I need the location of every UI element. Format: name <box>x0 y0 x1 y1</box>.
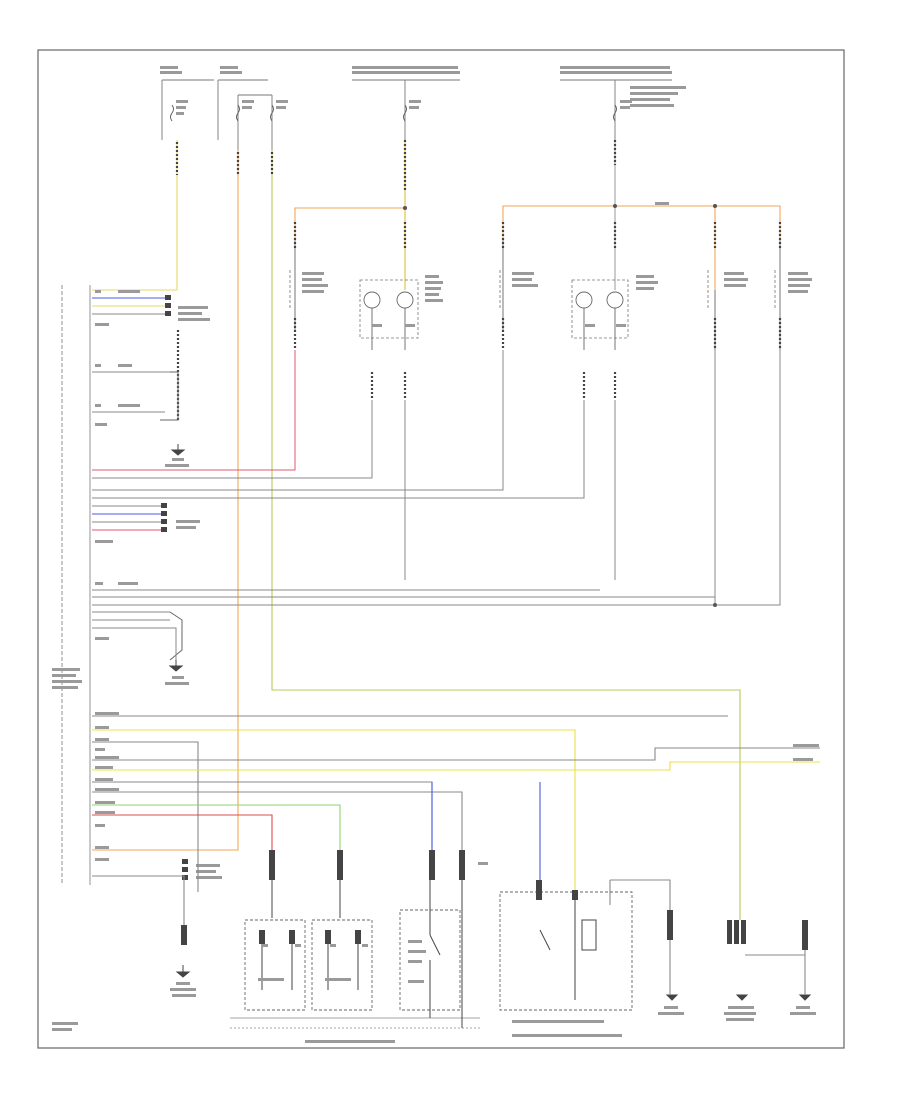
fuse-symbols <box>170 104 617 122</box>
lower-label-marks <box>95 712 819 1043</box>
lamp-icon <box>575 291 593 309</box>
wire-orange-bus-left <box>294 207 405 240</box>
switch-boxes <box>244 891 633 1011</box>
lamp-icon <box>363 291 381 309</box>
left-module <box>52 285 222 1031</box>
fuse-feeds <box>161 79 672 150</box>
lamp-housings <box>289 270 776 339</box>
label-marks <box>160 66 686 115</box>
switch-label-marks <box>258 940 426 983</box>
wire-green-long <box>271 150 741 920</box>
wire-yellow-1 <box>92 140 178 291</box>
wire-orange-bus-right <box>502 205 781 240</box>
lamp-icon <box>396 291 414 309</box>
lamp-return-wires <box>92 350 781 606</box>
connectors <box>175 140 782 420</box>
wire-orange-long <box>92 150 239 851</box>
switch-connectors <box>181 850 808 950</box>
diagram-border <box>37 49 845 1049</box>
ground-icon <box>168 444 812 1001</box>
lamp-icon <box>606 291 624 309</box>
lower-wires <box>92 715 820 995</box>
lamp-label-marks <box>302 272 812 327</box>
lamp-row <box>294 240 781 350</box>
ground-label-marks <box>165 458 816 1021</box>
